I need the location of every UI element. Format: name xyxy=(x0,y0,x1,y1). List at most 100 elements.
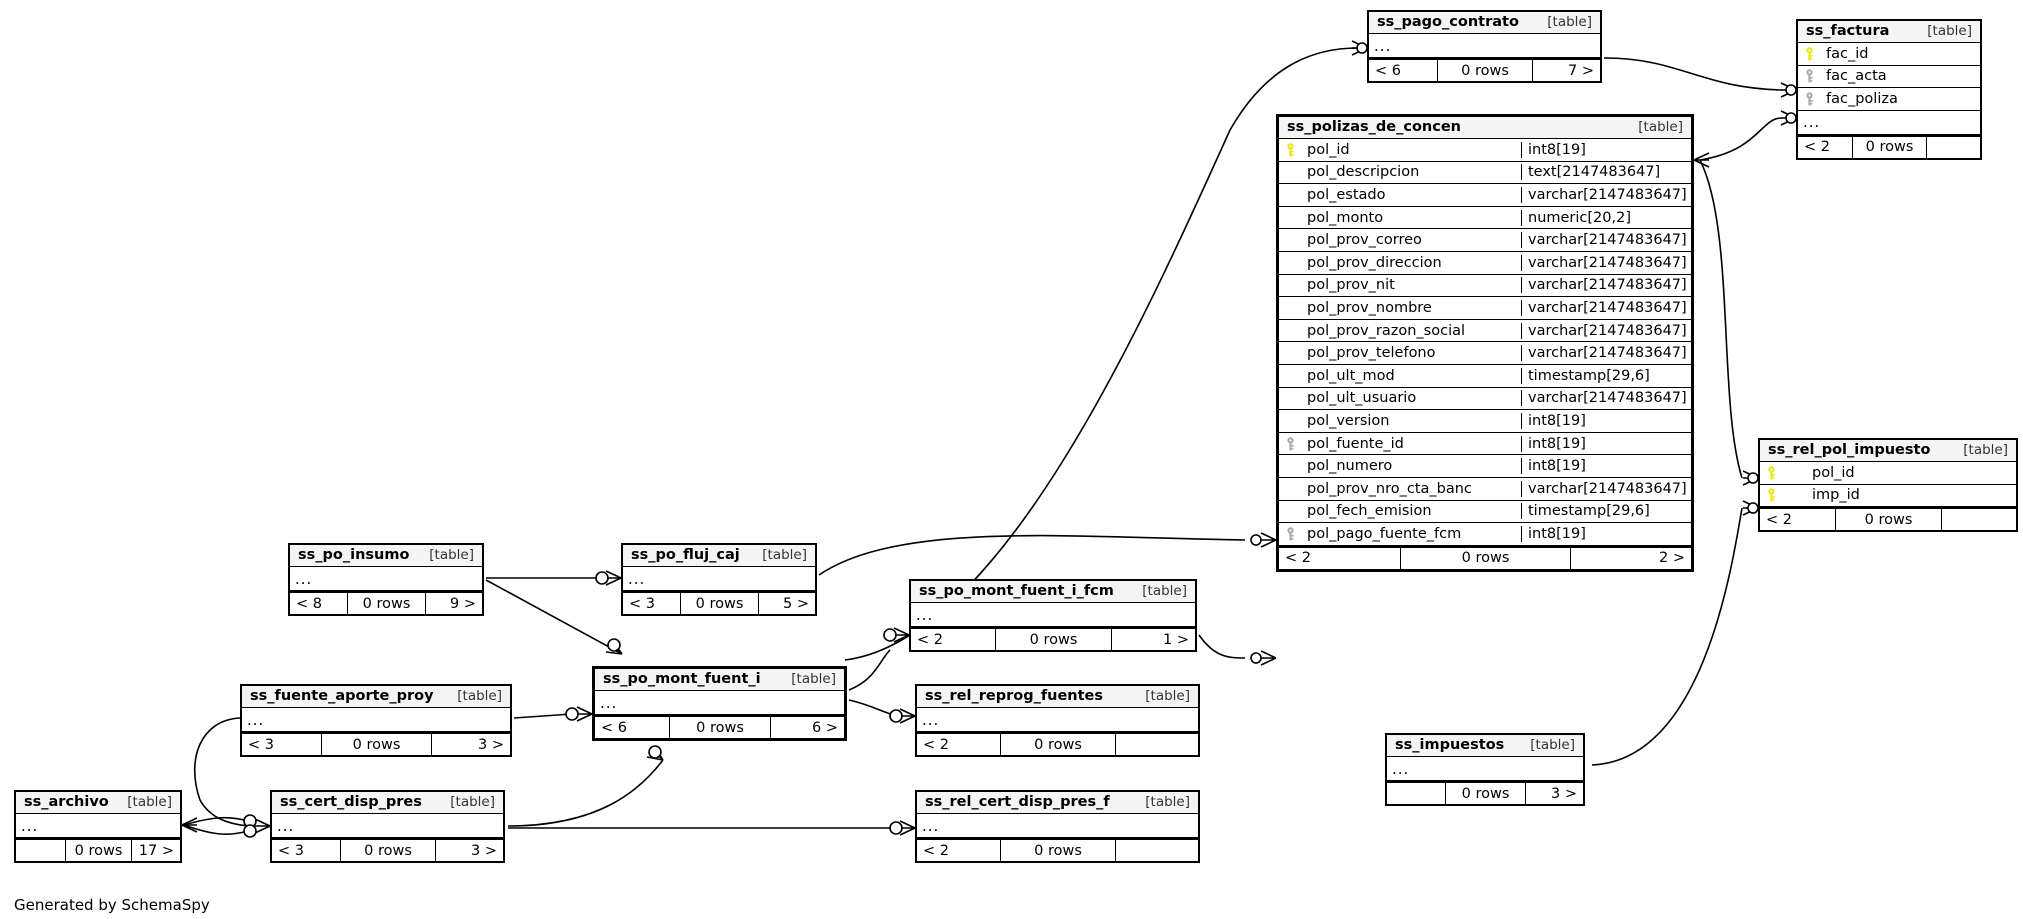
table-column-row[interactable]: pol_id xyxy=(1760,462,2016,485)
table-type-tag: [table] xyxy=(1145,794,1190,810)
table-title-ss_po_fluj_caj: ss_po_fluj_caj[table] xyxy=(623,545,815,567)
children-count: 1 > xyxy=(1111,629,1195,650)
column-type: timestamp[29,6] xyxy=(1521,503,1691,520)
children-count xyxy=(1115,840,1198,861)
foreign-key-icon xyxy=(1279,527,1301,541)
table-column-row[interactable]: pol_fech_emision timestamp[29,6] xyxy=(1279,501,1691,524)
table-column-row[interactable]: fac_poliza xyxy=(1798,88,1980,111)
parents-count: < 3 xyxy=(278,842,304,859)
children-count: 7 > xyxy=(1532,60,1600,81)
row-count: 0 rows xyxy=(1437,60,1532,81)
column-name: pol_id xyxy=(1812,464,1855,481)
children-count: 2 > xyxy=(1570,547,1691,569)
column-name: pol_fech_emision xyxy=(1307,503,1432,520)
children-count: 3 > xyxy=(1525,783,1583,804)
table-title-ss_archivo: ss_archivo[table] xyxy=(16,792,180,814)
column-type: varchar[2147483647] xyxy=(1521,232,1691,249)
row-count: 0 rows xyxy=(669,717,770,738)
children-count: 3 > xyxy=(435,840,503,861)
parents-count: < 3 xyxy=(629,595,655,612)
column-name: pol_prov_razon_social xyxy=(1307,322,1466,339)
children-count: 17 > xyxy=(131,840,180,861)
table-type-tag: [table] xyxy=(1547,14,1592,30)
table-name: ss_factura xyxy=(1806,23,1890,39)
parents-count: < 8 xyxy=(296,595,322,612)
table-type-tag: [table] xyxy=(457,688,502,704)
table-title-ss_impuestos: ss_impuestos[table] xyxy=(1387,735,1583,757)
column-type: varchar[2147483647] xyxy=(1521,186,1691,203)
row-count: 0 rows xyxy=(680,593,758,614)
parents-count: < 2 xyxy=(923,842,949,859)
row-count: 0 rows xyxy=(1835,509,1941,531)
table-column-row[interactable]: fac_acta xyxy=(1798,66,1980,89)
table-name: ss_polizas_de_concen xyxy=(1287,119,1461,135)
column-name: pol_prov_direccion xyxy=(1307,254,1442,271)
diagram-caption: Generated by SchemaSpy xyxy=(14,896,210,914)
column-name: imp_id xyxy=(1812,487,1860,504)
row-count: 0 rows xyxy=(1445,783,1525,804)
hidden-columns-ellipsis: ... xyxy=(911,603,1195,627)
row-count: 0 rows xyxy=(1000,734,1115,755)
primary-key-icon xyxy=(1798,47,1820,61)
row-count: 0 rows xyxy=(1000,840,1115,861)
table-title-ss_cert_disp_pres: ss_cert_disp_pres[table] xyxy=(272,792,503,814)
row-count: 0 rows xyxy=(995,629,1111,650)
children-count: 5 > xyxy=(758,593,815,614)
parents-count: < 2 xyxy=(1804,139,1830,156)
table-name: ss_fuente_aporte_proy xyxy=(250,688,434,704)
table-name: ss_pago_contrato xyxy=(1377,14,1519,30)
row-count: 0 rows xyxy=(65,840,131,861)
parents-count: < 6 xyxy=(1375,62,1401,79)
column-name: pol_prov_nit xyxy=(1307,277,1395,294)
table-column-row[interactable]: imp_id xyxy=(1760,485,2016,508)
column-type: int8[19] xyxy=(1521,525,1691,542)
hidden-columns-ellipsis: ... xyxy=(595,691,844,715)
table-title-ss_rel_pol_impuesto: ss_rel_pol_impuesto[table] xyxy=(1760,440,2016,462)
hidden-columns-ellipsis: ... xyxy=(917,814,1198,838)
table-type-tag: [table] xyxy=(791,671,836,687)
table-title-ss_po_insumo: ss_po_insumo[table] xyxy=(290,545,482,567)
table-column-row[interactable]: fac_id xyxy=(1798,43,1980,66)
column-type: varchar[2147483647] xyxy=(1521,345,1691,362)
primary-key-icon xyxy=(1279,143,1301,157)
table-name: ss_rel_reprog_fuentes xyxy=(925,688,1104,704)
column-name: fac_poliza xyxy=(1826,90,1898,107)
column-type: varchar[2147483647] xyxy=(1521,299,1691,316)
